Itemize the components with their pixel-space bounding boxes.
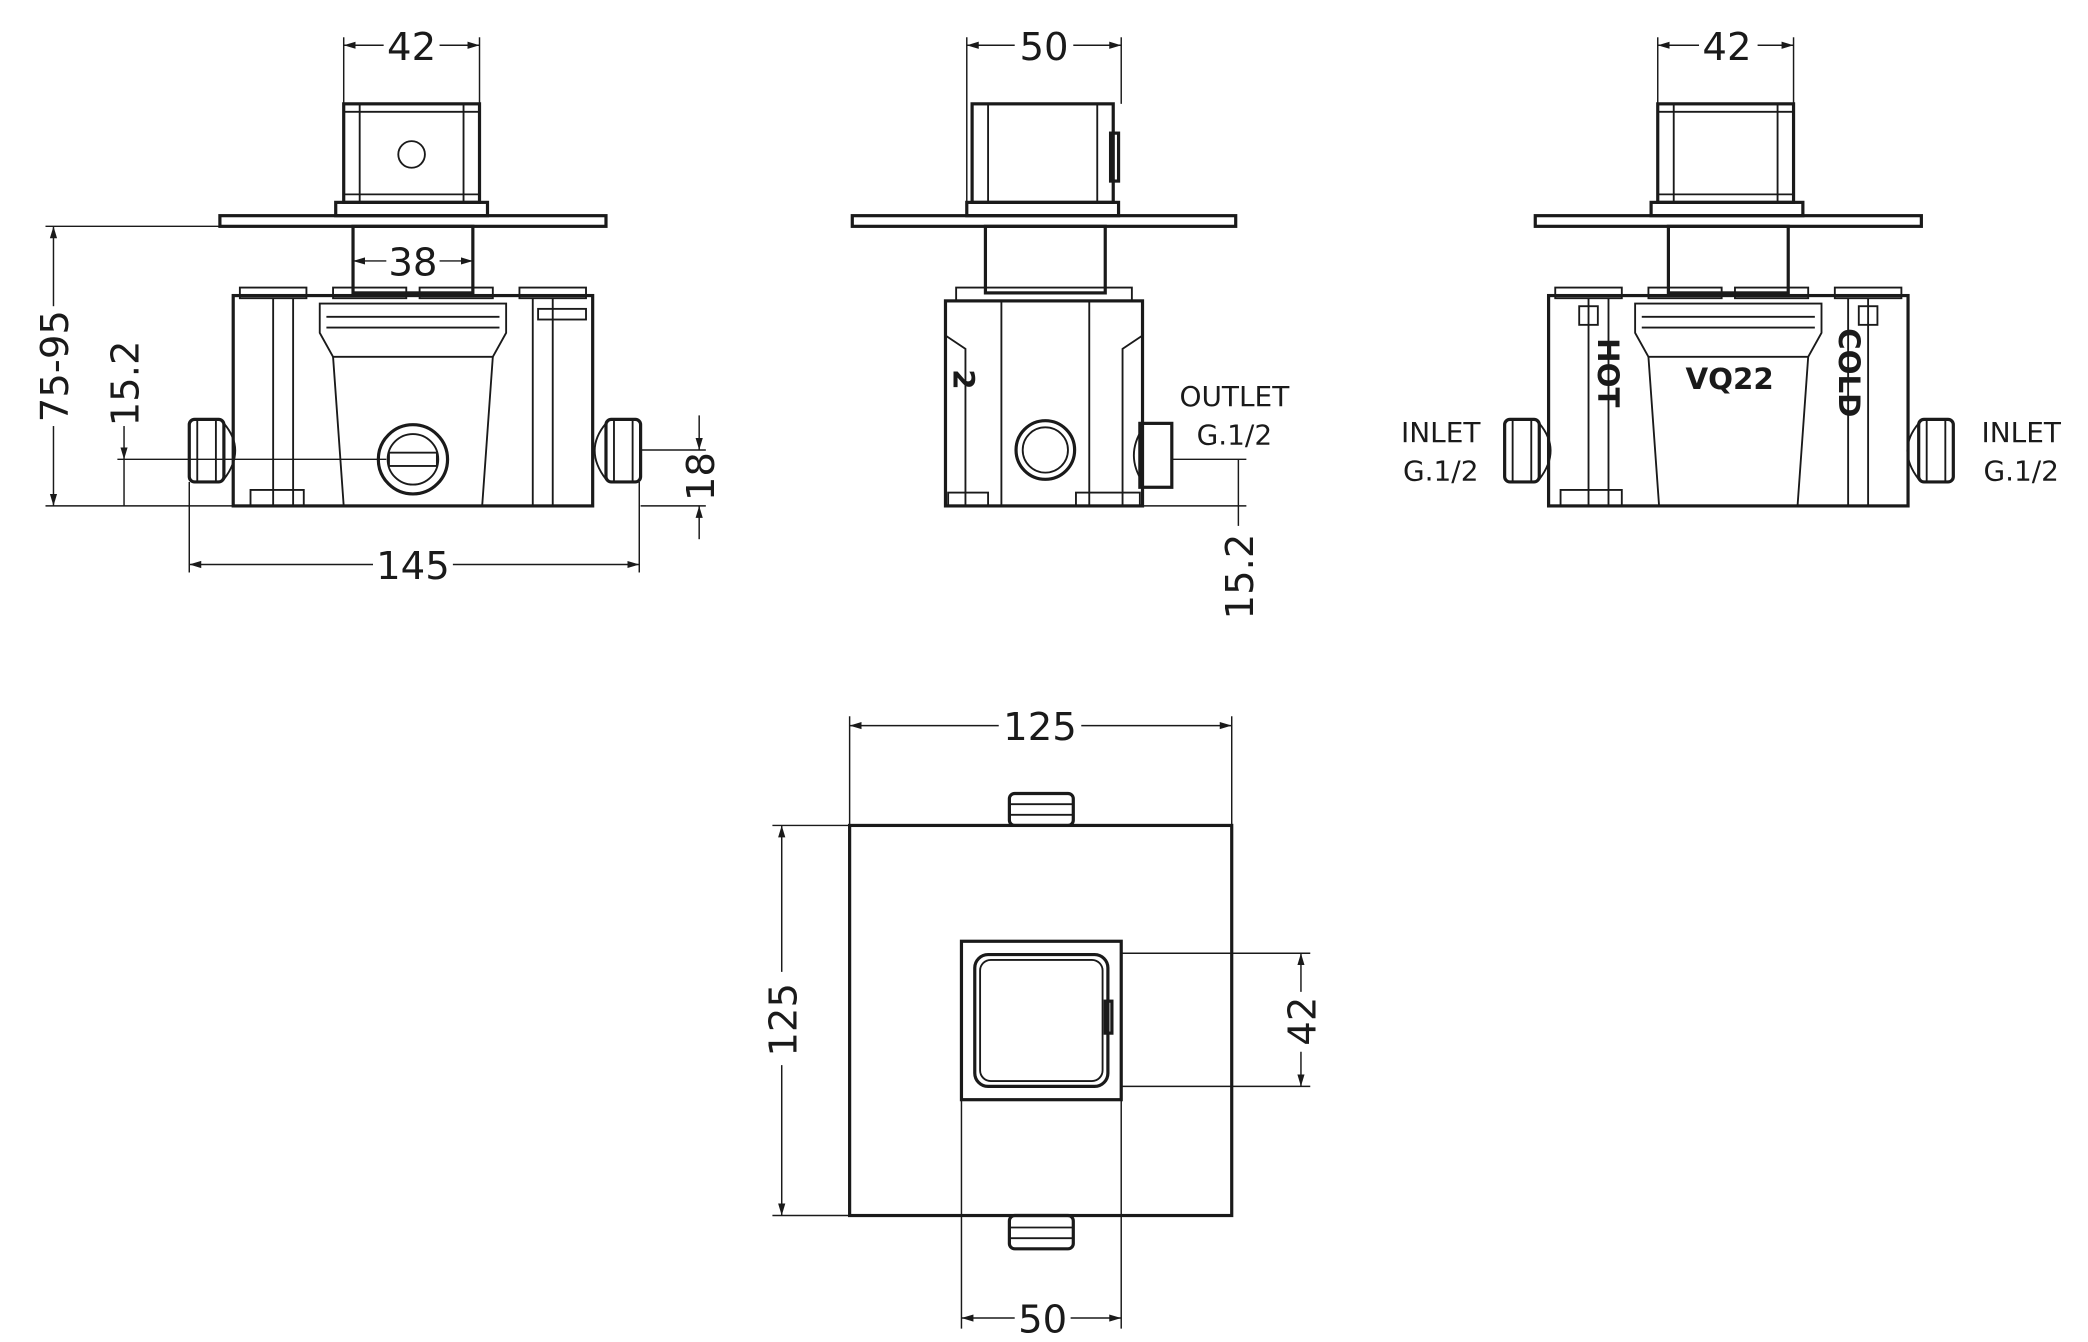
front-view-dimensions: 42 38 145 75-95 15.2 18 — [33, 25, 724, 589]
dim-front-stem-width: 38 — [388, 241, 437, 286]
dim-front-overall-height: 75-95 — [33, 310, 78, 422]
side-outlet-label: OUTLET — [1179, 380, 1290, 413]
dim-plan-plate-height: 125 — [761, 983, 806, 1057]
plan-view — [848, 791, 1234, 1251]
dim-front-handle-width: 42 — [387, 25, 436, 70]
dim-front-overall-width: 145 — [376, 544, 450, 589]
front-view — [187, 102, 643, 508]
rear-inlet-right-thread: G.1/2 — [1983, 455, 2059, 488]
rear-view-dimensions: 42 INLET G.1/2 INLET G.1/2 — [1401, 25, 2062, 488]
side-view-dimensions: 50 OUTLET G.1/2 15.2 — [966, 25, 1290, 620]
dim-plan-plate-width: 125 — [1003, 705, 1077, 750]
dim-front-outlet-height: 15.2 — [104, 340, 149, 426]
plan-view-dimensions: 125 125 42 50 — [761, 705, 1325, 1342]
side-outlet-thread: G.1/2 — [1197, 419, 1273, 452]
rear-inlet-left-label: INLET — [1401, 416, 1481, 449]
rear-hot-mark: HOT — [1591, 338, 1625, 407]
rear-inlet-left-thread: G.1/2 — [1403, 455, 1478, 488]
dim-plan-handle-height: 42 — [1281, 997, 1326, 1046]
rear-view: HOT VQ22 COLD — [1503, 102, 1955, 508]
rear-model-mark: VQ22 — [1686, 362, 1774, 396]
dim-side-handle-width: 50 — [1019, 25, 1068, 70]
rear-cold-mark: COLD — [1832, 328, 1866, 417]
rear-inlet-right-label: INLET — [1981, 416, 2061, 449]
side-body-mark: 2 — [946, 369, 980, 389]
dim-side-outlet-height: 15.2 — [1218, 534, 1263, 620]
dim-front-inlet-height: 18 — [679, 452, 724, 501]
dim-plan-handle-width: 50 — [1018, 1298, 1067, 1342]
dim-rear-handle-width: 42 — [1702, 25, 1751, 70]
side-view: 2 — [850, 102, 1238, 508]
